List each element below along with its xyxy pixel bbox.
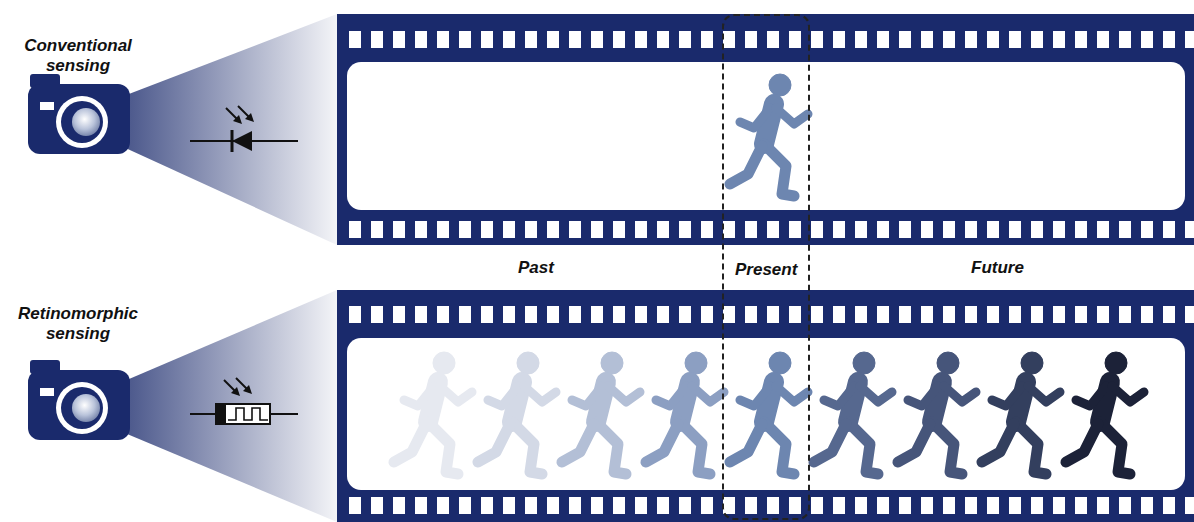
runner-figure [646, 352, 724, 474]
runner-figure [730, 74, 808, 196]
runner-figure [478, 352, 556, 474]
time-window-box: Present [722, 14, 810, 520]
time-label: Present [733, 260, 799, 280]
light-beam [108, 14, 337, 245]
time-label: Future [971, 258, 1024, 278]
retinomorphic-sensor-symbol [190, 378, 298, 424]
runner-sequence [394, 352, 1144, 474]
camera-icon [28, 74, 130, 154]
camera-icon [28, 360, 130, 440]
light-beam [108, 290, 337, 522]
film-strip [337, 290, 1194, 522]
runner-figure [394, 352, 472, 474]
runner-figure [1066, 352, 1144, 474]
runner-figure [982, 352, 1060, 474]
time-label: Past [518, 258, 554, 278]
photodiode-symbol [190, 106, 298, 152]
runner-figure [562, 352, 640, 474]
runner-figure [898, 352, 976, 474]
runner-figure [814, 352, 892, 474]
row-label: Retinomorphic sensing [13, 304, 143, 345]
runner-figure [730, 352, 808, 474]
row-label: Conventional sensing [18, 36, 138, 77]
film-strip [337, 14, 1194, 245]
